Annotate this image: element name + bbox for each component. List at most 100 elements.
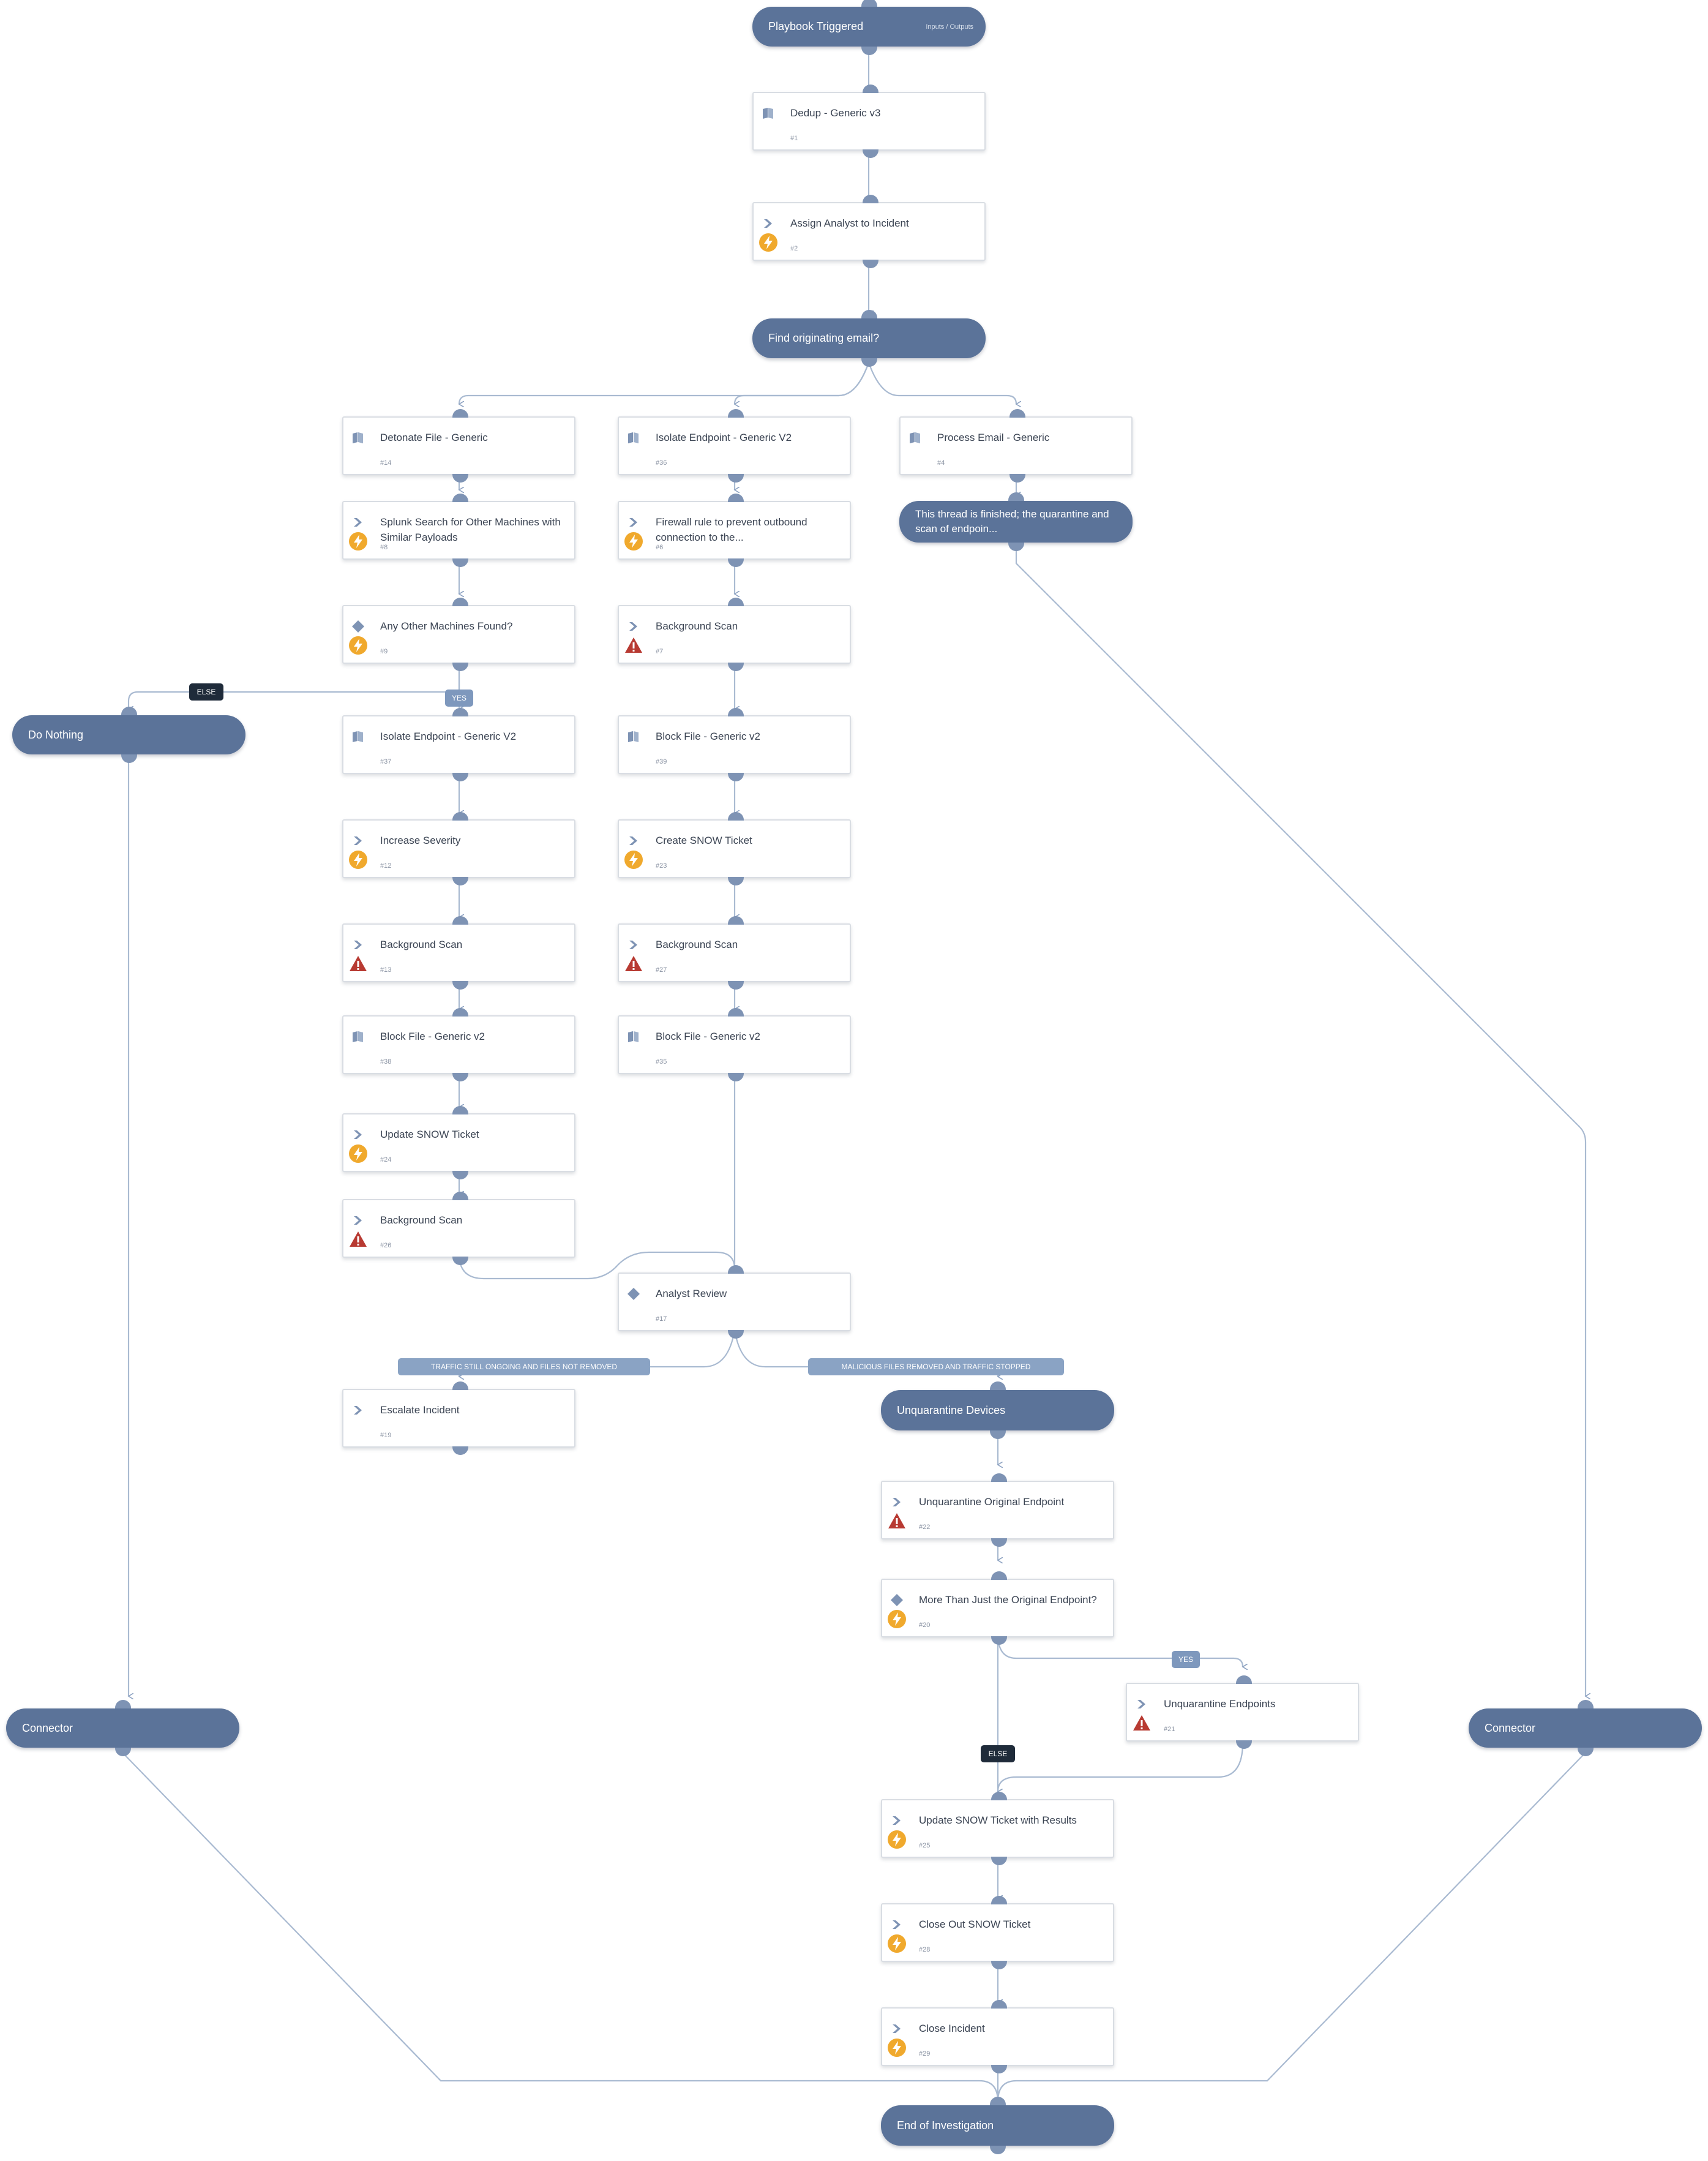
input-port[interactable] <box>1009 409 1025 418</box>
task-analyst-review[interactable]: Analyst Review #17 <box>618 1265 851 1339</box>
input-port[interactable] <box>1235 1675 1252 1684</box>
input-port[interactable] <box>862 195 878 203</box>
section-find-originating-email[interactable]: Find originating email? <box>752 310 986 367</box>
output-port[interactable] <box>1577 1748 1594 1756</box>
input-port[interactable] <box>991 1792 1007 1800</box>
start-node[interactable]: Playbook Triggered Inputs / Outputs <box>752 0 986 55</box>
task-block-file-38[interactable]: Block File - Generic v2 #38 <box>342 1008 575 1081</box>
input-port[interactable] <box>452 1192 468 1200</box>
task-update-snow-ticket[interactable]: Update SNOW Ticket #24 <box>342 1106 575 1179</box>
input-port[interactable] <box>452 409 468 418</box>
input-port[interactable] <box>452 494 468 502</box>
task-firewall-rule[interactable]: Firewall rule to prevent outbound connec… <box>618 494 851 567</box>
input-port[interactable] <box>452 1008 468 1017</box>
output-port[interactable] <box>1009 474 1025 483</box>
connector-left[interactable]: Connector <box>6 1700 239 1756</box>
output-port[interactable] <box>452 663 468 671</box>
end-node[interactable]: End of Investigation <box>881 2097 1114 2154</box>
output-port[interactable] <box>1235 1740 1252 1749</box>
output-port[interactable] <box>991 1961 1007 1969</box>
output-port[interactable] <box>452 1446 468 1455</box>
task-unquarantine-endpoints[interactable]: Unquarantine Endpoints #21 <box>1126 1675 1359 1749</box>
yes-label[interactable]: YES <box>445 690 473 707</box>
output-port[interactable] <box>452 1257 468 1265</box>
input-port[interactable] <box>727 598 744 606</box>
task-escalate-incident[interactable]: Escalate Incident #19 <box>342 1381 575 1455</box>
task-detonate-file[interactable]: Detonate File - Generic #14 <box>342 409 575 483</box>
task-background-scan-7[interactable]: Background Scan #7 <box>618 598 851 671</box>
output-port[interactable] <box>452 1171 468 1179</box>
output-port[interactable] <box>727 1073 744 1081</box>
task-any-other-machines[interactable]: Any Other Machines Found? #9 <box>342 598 575 671</box>
input-port[interactable] <box>727 708 744 716</box>
condition-traffic-ongoing[interactable]: TRAFFIC STILL ONGOING AND FILES NOT REMO… <box>398 1358 650 1375</box>
input-port[interactable] <box>452 1381 468 1390</box>
output-port[interactable] <box>862 260 878 268</box>
output-port[interactable] <box>991 1538 1007 1547</box>
output-port[interactable] <box>727 877 744 885</box>
output-port[interactable] <box>727 558 744 567</box>
output-port[interactable] <box>452 1073 468 1081</box>
input-port[interactable] <box>1008 492 1024 501</box>
input-port[interactable] <box>452 812 468 821</box>
input-port[interactable] <box>727 1008 744 1017</box>
task-process-email[interactable]: Process Email - Generic #4 <box>899 409 1133 483</box>
input-port[interactable] <box>452 916 468 925</box>
input-port[interactable] <box>727 494 744 502</box>
task-splunk-search[interactable]: Splunk Search for Other Machines with Si… <box>342 494 575 567</box>
output-port[interactable] <box>452 981 468 990</box>
output-port[interactable] <box>989 2146 1006 2154</box>
input-port[interactable] <box>727 812 744 821</box>
task-unquarantine-original[interactable]: Unquarantine Original Endpoint #22 <box>881 1473 1114 1547</box>
input-port[interactable] <box>727 409 744 418</box>
section-unquarantine-devices[interactable]: Unquarantine Devices <box>881 1381 1114 1439</box>
task-create-snow-ticket[interactable]: Create SNOW Ticket #23 <box>618 812 851 885</box>
output-port[interactable] <box>452 877 468 885</box>
task-more-than-original[interactable]: More Than Just the Original Endpoint? #2… <box>881 1571 1114 1645</box>
else-label[interactable]: ELSE <box>189 683 223 701</box>
output-port[interactable] <box>991 2065 1007 2073</box>
output-port[interactable] <box>727 981 744 990</box>
input-port[interactable] <box>727 1265 744 1274</box>
task-block-file-35[interactable]: Block File - Generic v2 #35 <box>618 1008 851 1081</box>
connector-right[interactable]: Connector <box>1469 1700 1702 1756</box>
input-port[interactable] <box>991 2000 1007 2009</box>
yes-label[interactable]: YES <box>1172 1651 1200 1668</box>
input-port[interactable] <box>1577 1700 1594 1708</box>
task-increase-severity[interactable]: Increase Severity #12 <box>342 812 575 885</box>
output-port[interactable] <box>989 1430 1006 1439</box>
condition-malicious-removed[interactable]: MALICIOUS FILES REMOVED AND TRAFFIC STOP… <box>808 1358 1064 1375</box>
input-port[interactable] <box>452 598 468 606</box>
output-port[interactable] <box>991 1636 1007 1645</box>
input-port[interactable] <box>991 1473 1007 1482</box>
input-port[interactable] <box>861 0 877 7</box>
input-port[interactable] <box>991 1571 1007 1580</box>
input-port[interactable] <box>861 310 877 318</box>
section-thread-finished[interactable]: This thread is finished; the quarantine … <box>899 492 1133 551</box>
task-update-snow-results[interactable]: Update SNOW Ticket with Results #25 <box>881 1792 1114 1865</box>
task-isolate-endpoint-36[interactable]: Isolate Endpoint - Generic V2 #36 <box>618 409 851 483</box>
section-do-nothing[interactable]: Do Nothing <box>12 707 245 763</box>
output-port[interactable] <box>727 663 744 671</box>
input-port[interactable] <box>989 1381 1006 1390</box>
output-port[interactable] <box>862 149 878 158</box>
input-port[interactable] <box>727 916 744 925</box>
input-port[interactable] <box>452 1106 468 1114</box>
task-background-scan-27[interactable]: Background Scan #27 <box>618 916 851 990</box>
output-port[interactable] <box>991 1857 1007 1865</box>
task-close-snow-ticket[interactable]: Close Out SNOW Ticket #28 <box>881 1896 1114 1969</box>
output-port[interactable] <box>1008 543 1024 551</box>
task-assign-analyst[interactable]: Assign Analyst to Incident #2 <box>752 195 986 268</box>
input-port[interactable] <box>991 1896 1007 1904</box>
task-isolate-endpoint-37[interactable]: Isolate Endpoint - Generic V2 #37 <box>342 708 575 781</box>
output-port[interactable] <box>727 1330 744 1339</box>
input-port[interactable] <box>989 2097 1006 2105</box>
output-port[interactable] <box>727 773 744 781</box>
task-background-scan-13[interactable]: Background Scan #13 <box>342 916 575 990</box>
task-block-file-39[interactable]: Block File - Generic v2 #39 <box>618 708 851 781</box>
output-port[interactable] <box>452 474 468 483</box>
task-close-incident[interactable]: Close Incident #29 <box>881 2000 1114 2073</box>
output-port[interactable] <box>452 773 468 781</box>
output-port[interactable] <box>114 1748 131 1756</box>
input-port[interactable] <box>452 708 468 716</box>
